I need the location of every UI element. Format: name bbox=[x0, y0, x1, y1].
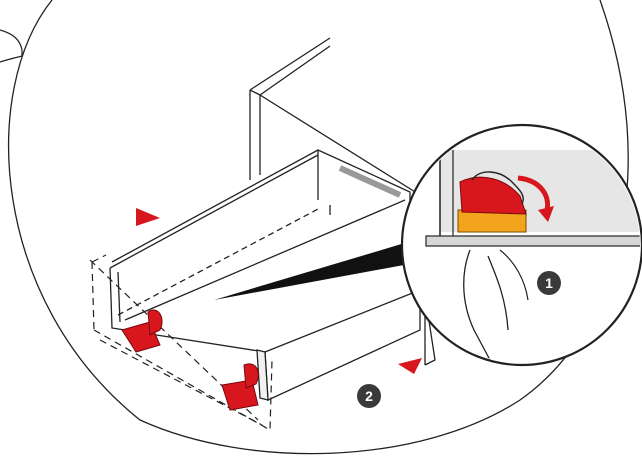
corner-arc bbox=[0, 30, 22, 62]
step-1-badge: 1 bbox=[537, 271, 561, 295]
zoom-circle bbox=[402, 125, 642, 365]
step-1-label: 1 bbox=[545, 275, 553, 291]
step-2-badge: 2 bbox=[357, 384, 381, 408]
step-2-label: 2 bbox=[365, 388, 373, 404]
